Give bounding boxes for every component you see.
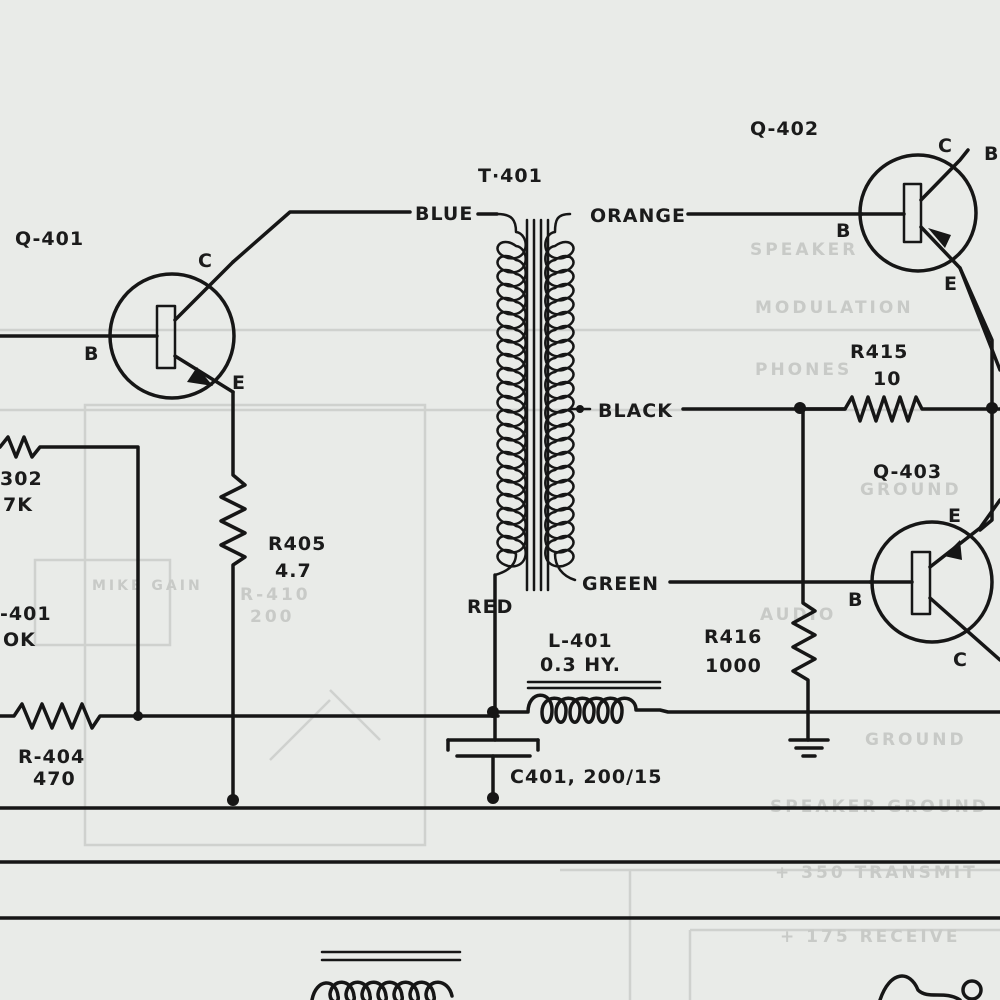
r404-name: R-404 [18,746,85,768]
faded-ground-label-2: GROUND [865,730,967,750]
r416-name: R416 [704,626,762,648]
c401-label: C401, 200/15 [510,766,662,788]
q402-c-pin: C [938,135,953,157]
faded-ground-label: GROUND [860,480,962,500]
q402-e-pin: E [944,273,958,295]
r416-resistor [791,407,817,742]
faded-receive-label: + 175 RECEIVE [780,927,960,947]
r402-partial-name: 302 [0,468,43,490]
q401-c-pin: C [198,250,213,272]
q401-e-pin: E [232,372,246,394]
blue-wire-label: BLUE [415,203,473,225]
q402-b-pin: B [836,220,851,242]
black-wire-label: BLACK [598,400,673,422]
faded-r410-label: R-410 [240,585,311,605]
r404-value: 470 [33,768,76,790]
red-wire-label: RED [467,596,513,618]
orange-wire-label: ORANGE [590,205,686,227]
inductor-l401 [496,680,1000,724]
q401-b-pin: B [84,343,99,365]
transistor-q402 [858,148,1000,372]
transistor-q403 [868,498,1000,662]
r405-name: R405 [268,533,326,555]
q402-b-pin-right: B [984,143,999,165]
q403-b-pin: B [848,589,863,611]
q402-label: Q-402 [750,118,819,140]
q401-label: Q-401 [15,228,84,250]
r415-name: R415 [850,341,908,363]
r416-value: 1000 [705,655,762,677]
q403-e-pin: E [948,505,962,527]
q403-c-pin: C [953,649,968,671]
ground-icon [788,738,830,758]
faded-r410-value: 200 [250,607,295,627]
r402-partial-value: 7K [3,494,33,516]
r405-value: 4.7 [275,560,312,582]
transistor-q401 [0,260,236,400]
r401-partial-value: OK [3,629,36,651]
faded-phones-label: PHONES [755,360,852,380]
faded-modulation-label: MODULATION [755,298,914,318]
q403-label: Q-403 [873,461,942,483]
faded-transmit-label: + 350 TRANSMIT [775,863,978,883]
r405-resistor [219,390,247,802]
capacitor-c401 [446,738,540,802]
l401-value: 0.3 HY. [540,654,621,676]
transformer-t401 [493,212,592,592]
r401-partial-name: -401 [0,603,52,625]
green-wire-label: GREEN [582,573,659,595]
bottom-inductor-partial [310,950,983,1000]
faded-mike-gain-label: MIKE GAIN [92,578,203,594]
r404-resistor [0,702,500,730]
t401-label: T·401 [478,165,543,187]
r415-value: 10 [873,368,901,390]
faded-speaker-label: SPEAKER [750,240,858,260]
l401-name: L-401 [548,630,613,652]
r415-resistor [798,395,1000,423]
